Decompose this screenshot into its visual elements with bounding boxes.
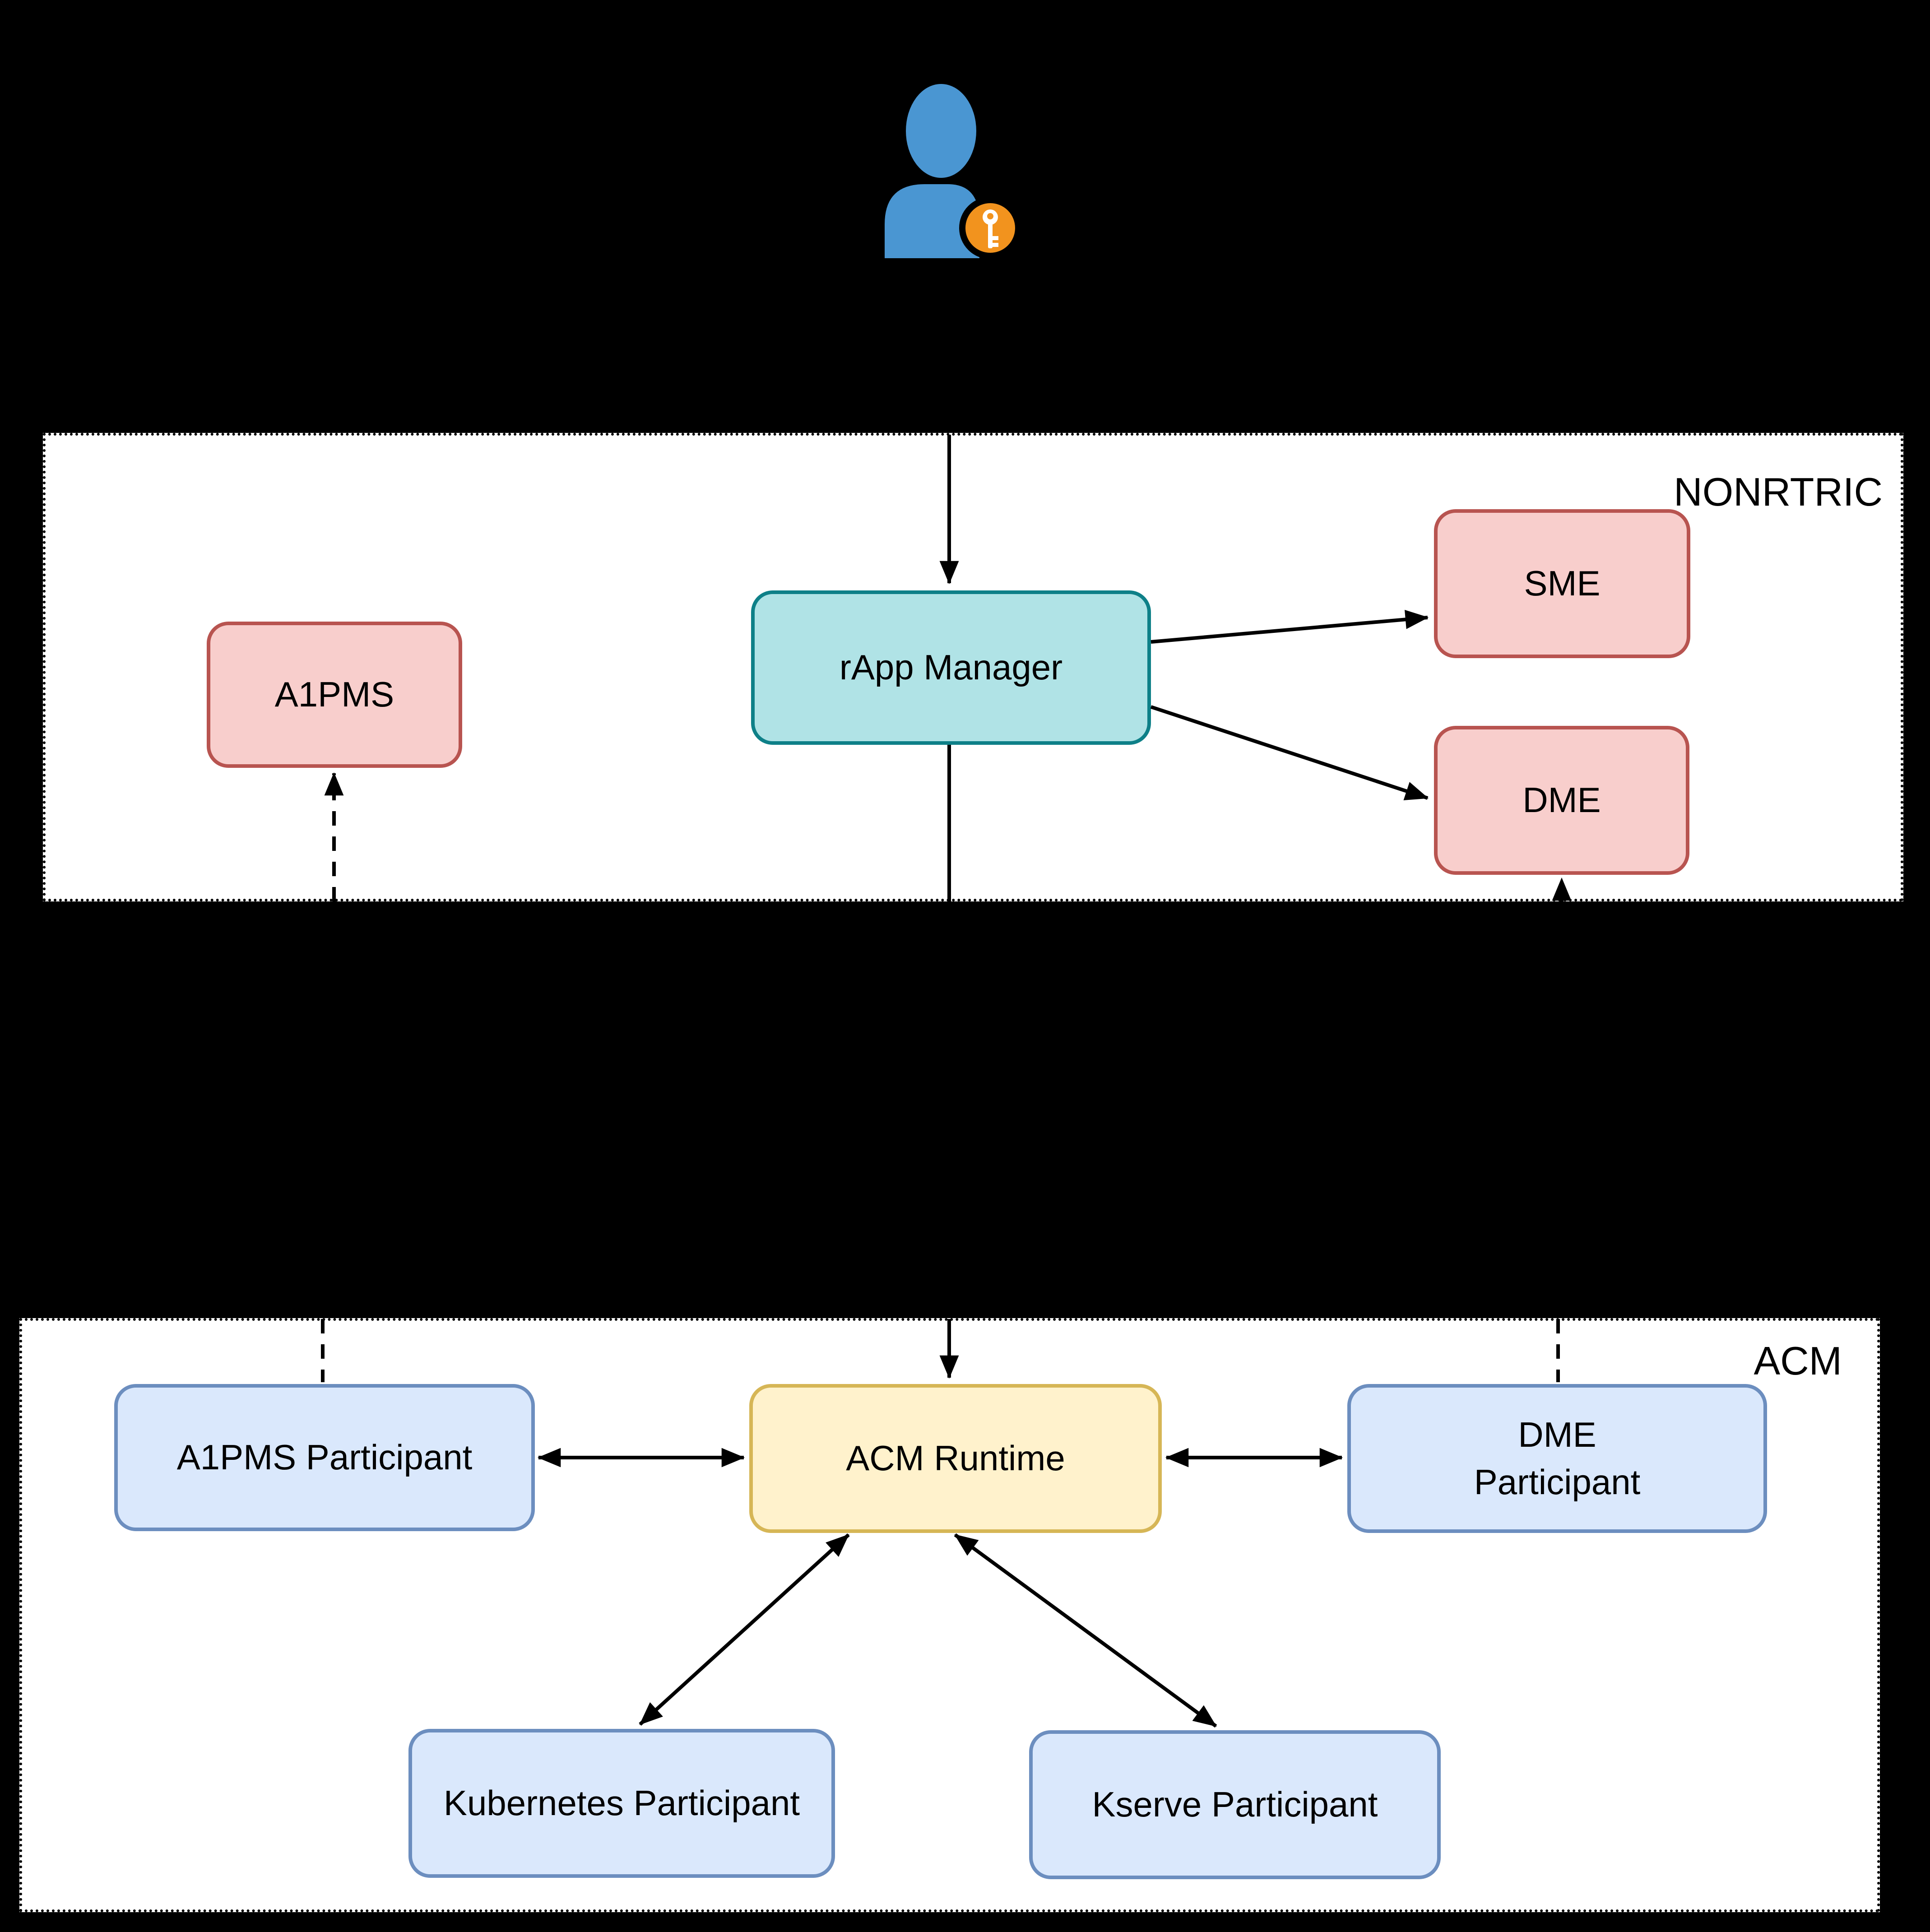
- node-a1pms-label: A1PMS: [274, 674, 394, 715]
- user-head: [906, 84, 976, 178]
- nonrtric-section-label: NONRTRIC: [1674, 469, 1883, 514]
- node-a1pms[interactable]: A1PMS: [207, 622, 462, 768]
- user-with-key-icon: [885, 84, 1021, 259]
- node-dme-participant-label: DME Participant: [1474, 1414, 1641, 1502]
- key-icon: [983, 209, 998, 248]
- node-dme[interactable]: DME: [1434, 726, 1689, 875]
- user-body: [885, 184, 979, 258]
- node-acm-runtime-label: ACM Runtime: [846, 1438, 1065, 1478]
- node-a1pms-participant-label: A1PMS Participant: [176, 1437, 473, 1477]
- node-dme-participant[interactable]: DME Participant: [1347, 1384, 1767, 1533]
- acm-section-label: ACM: [1754, 1338, 1842, 1383]
- node-kubernetes-participant[interactable]: Kubernetes Participant: [408, 1729, 835, 1878]
- node-sme[interactable]: SME: [1434, 509, 1690, 658]
- node-acm-runtime[interactable]: ACM Runtime: [749, 1384, 1162, 1533]
- node-sme-label: SME: [1524, 563, 1601, 604]
- node-rapp-manager-label: rApp Manager: [839, 647, 1063, 687]
- node-kubernetes-participant-label: Kubernetes Participant: [443, 1783, 800, 1823]
- node-rapp-manager[interactable]: rApp Manager: [751, 590, 1151, 745]
- node-kserve-participant[interactable]: Kserve Participant: [1029, 1730, 1441, 1879]
- node-dme-label: DME: [1522, 780, 1601, 820]
- node-a1pms-participant[interactable]: A1PMS Participant: [114, 1384, 535, 1531]
- node-kserve-participant-label: Kserve Participant: [1092, 1784, 1378, 1825]
